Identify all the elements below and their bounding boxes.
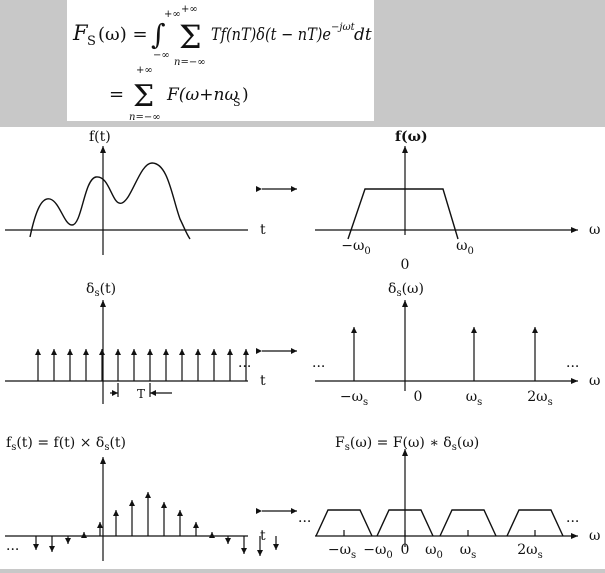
eq-sum-upper: +∞ [181,4,198,15]
row3-right-label: Fs(ω) = F(ω) ∗ δs(ω) [335,435,479,453]
row2-tick-label: −ωs [340,389,368,408]
row3-tick-label: 2ωs [517,542,542,561]
row2-time-plot: T δs(t) ··· t [5,281,266,404]
row1-tick-label: −ω0 [341,238,371,257]
row3-tick-label: ωs [460,542,477,561]
row2-period-label: T [137,387,145,401]
row1-right-axis-label: ω [589,222,600,238]
eq2-sum-sign: Σ [133,79,154,114]
row3-freq-plot: Fs(ω) = F(ω) ∗ δs(ω) ··· ··· ω −ωs −ω0 0 ω0… [298,435,600,561]
row2-left-label: δs(t) [86,281,116,299]
row3-spectrum-copy [506,509,564,537]
eq-body: Tf(nT)δ(t − nT)e [211,25,331,45]
row2-right-dots-right: ··· [566,359,579,375]
row2-tick-label: 0 [414,389,423,405]
row2-right-dots-left: ··· [312,359,325,375]
row3-spectrum-copy [439,509,497,537]
eq2-sum-upper: +∞ [136,65,153,76]
eq-sum-sign: Σ [179,18,202,56]
row2-impulse-train [35,349,249,381]
row1-left-axis-label: t [260,222,266,238]
row3-tick-labels: −ωs −ω0 0 ω0 ωs 2ωs [328,542,543,561]
eq2-body: F(ω+nω [166,85,238,105]
eq2-close: ) [242,85,249,105]
eq-sum-lower: n=−∞ [174,57,206,68]
row3-left-dots: ··· [6,542,19,558]
eq-integral-sign: ∫ [151,18,166,51]
row2-right-axis-label: ω [589,373,600,389]
row3-spectrum-copy [376,509,434,537]
row1-tick-label: ω0 [456,238,474,257]
row1-ft-curve [29,162,191,240]
row3-right-axis-label: ω [589,528,600,544]
row3-tick-label: −ωs [328,542,356,561]
equation-box: F S (ω) = ∫ +∞ −∞ Σ +∞ n=−∞ Tf(nT)δ(t − … [67,0,374,123]
row1-left-label: f(t) [89,129,111,145]
row3-spectrum-copy [315,509,373,537]
row3-sampled-impulses [33,492,279,556]
row3-tick-label: ω0 [425,542,443,561]
row2-tick-labels: −ωs 0 ωs 2ωs [340,389,553,408]
row1-right-label: f(ω) [395,129,428,145]
row2-left-dots: ··· [238,359,251,375]
eq-lhs-sub: S [87,34,96,49]
eq-lhs-arg: (ω) = [98,24,148,45]
eq-dt: dt [354,25,372,45]
row3-left-axis-label: t [260,528,266,544]
eq-int-upper: +∞ [164,9,181,20]
row2-left-axis-label: t [260,373,266,389]
eq2-equals: = [109,84,124,105]
eq-int-lower: −∞ [153,50,170,61]
row1-time-plot: f(t) t [5,129,266,255]
row3-tick-label: −ω0 [363,542,393,561]
row3-left-label: fs(t) = f(t) × δs(t) [6,435,126,453]
row1-tick-label: 0 [401,257,410,273]
row3-time-plot: fs(t) = f(t) × δs(t) ··· t [5,435,279,561]
row1-tick-labels: −ω0 0 ω0 [341,238,474,273]
row2-right-label: δs(ω) [388,281,424,299]
row3-right-dots-right: ··· [566,514,579,530]
row2-freq-plot: δs(ω) ··· ··· ω −ωs 0 ωs 2ωs [312,281,600,408]
eq2-sub: S [233,96,241,109]
row2-tick-label: 2ωs [527,389,552,408]
eq-exponent: −jωt [331,22,356,33]
row3-periodic-spectrum [315,509,564,537]
equation-svg: F S (ω) = ∫ +∞ −∞ Σ +∞ n=−∞ Tf(nT)δ(t − … [72,4,372,123]
row1-spectrum-trapezoid [347,188,459,240]
row3-tick-label: 0 [401,542,410,558]
row2-tick-label: ωs [466,389,483,408]
eq-lhs: F [72,21,89,45]
row3-right-dots-left: ··· [298,514,311,530]
eq2-sum-lower: n=−∞ [129,112,161,121]
row1-freq-plot: f(ω) ω −ω0 0 ω0 [315,129,600,273]
